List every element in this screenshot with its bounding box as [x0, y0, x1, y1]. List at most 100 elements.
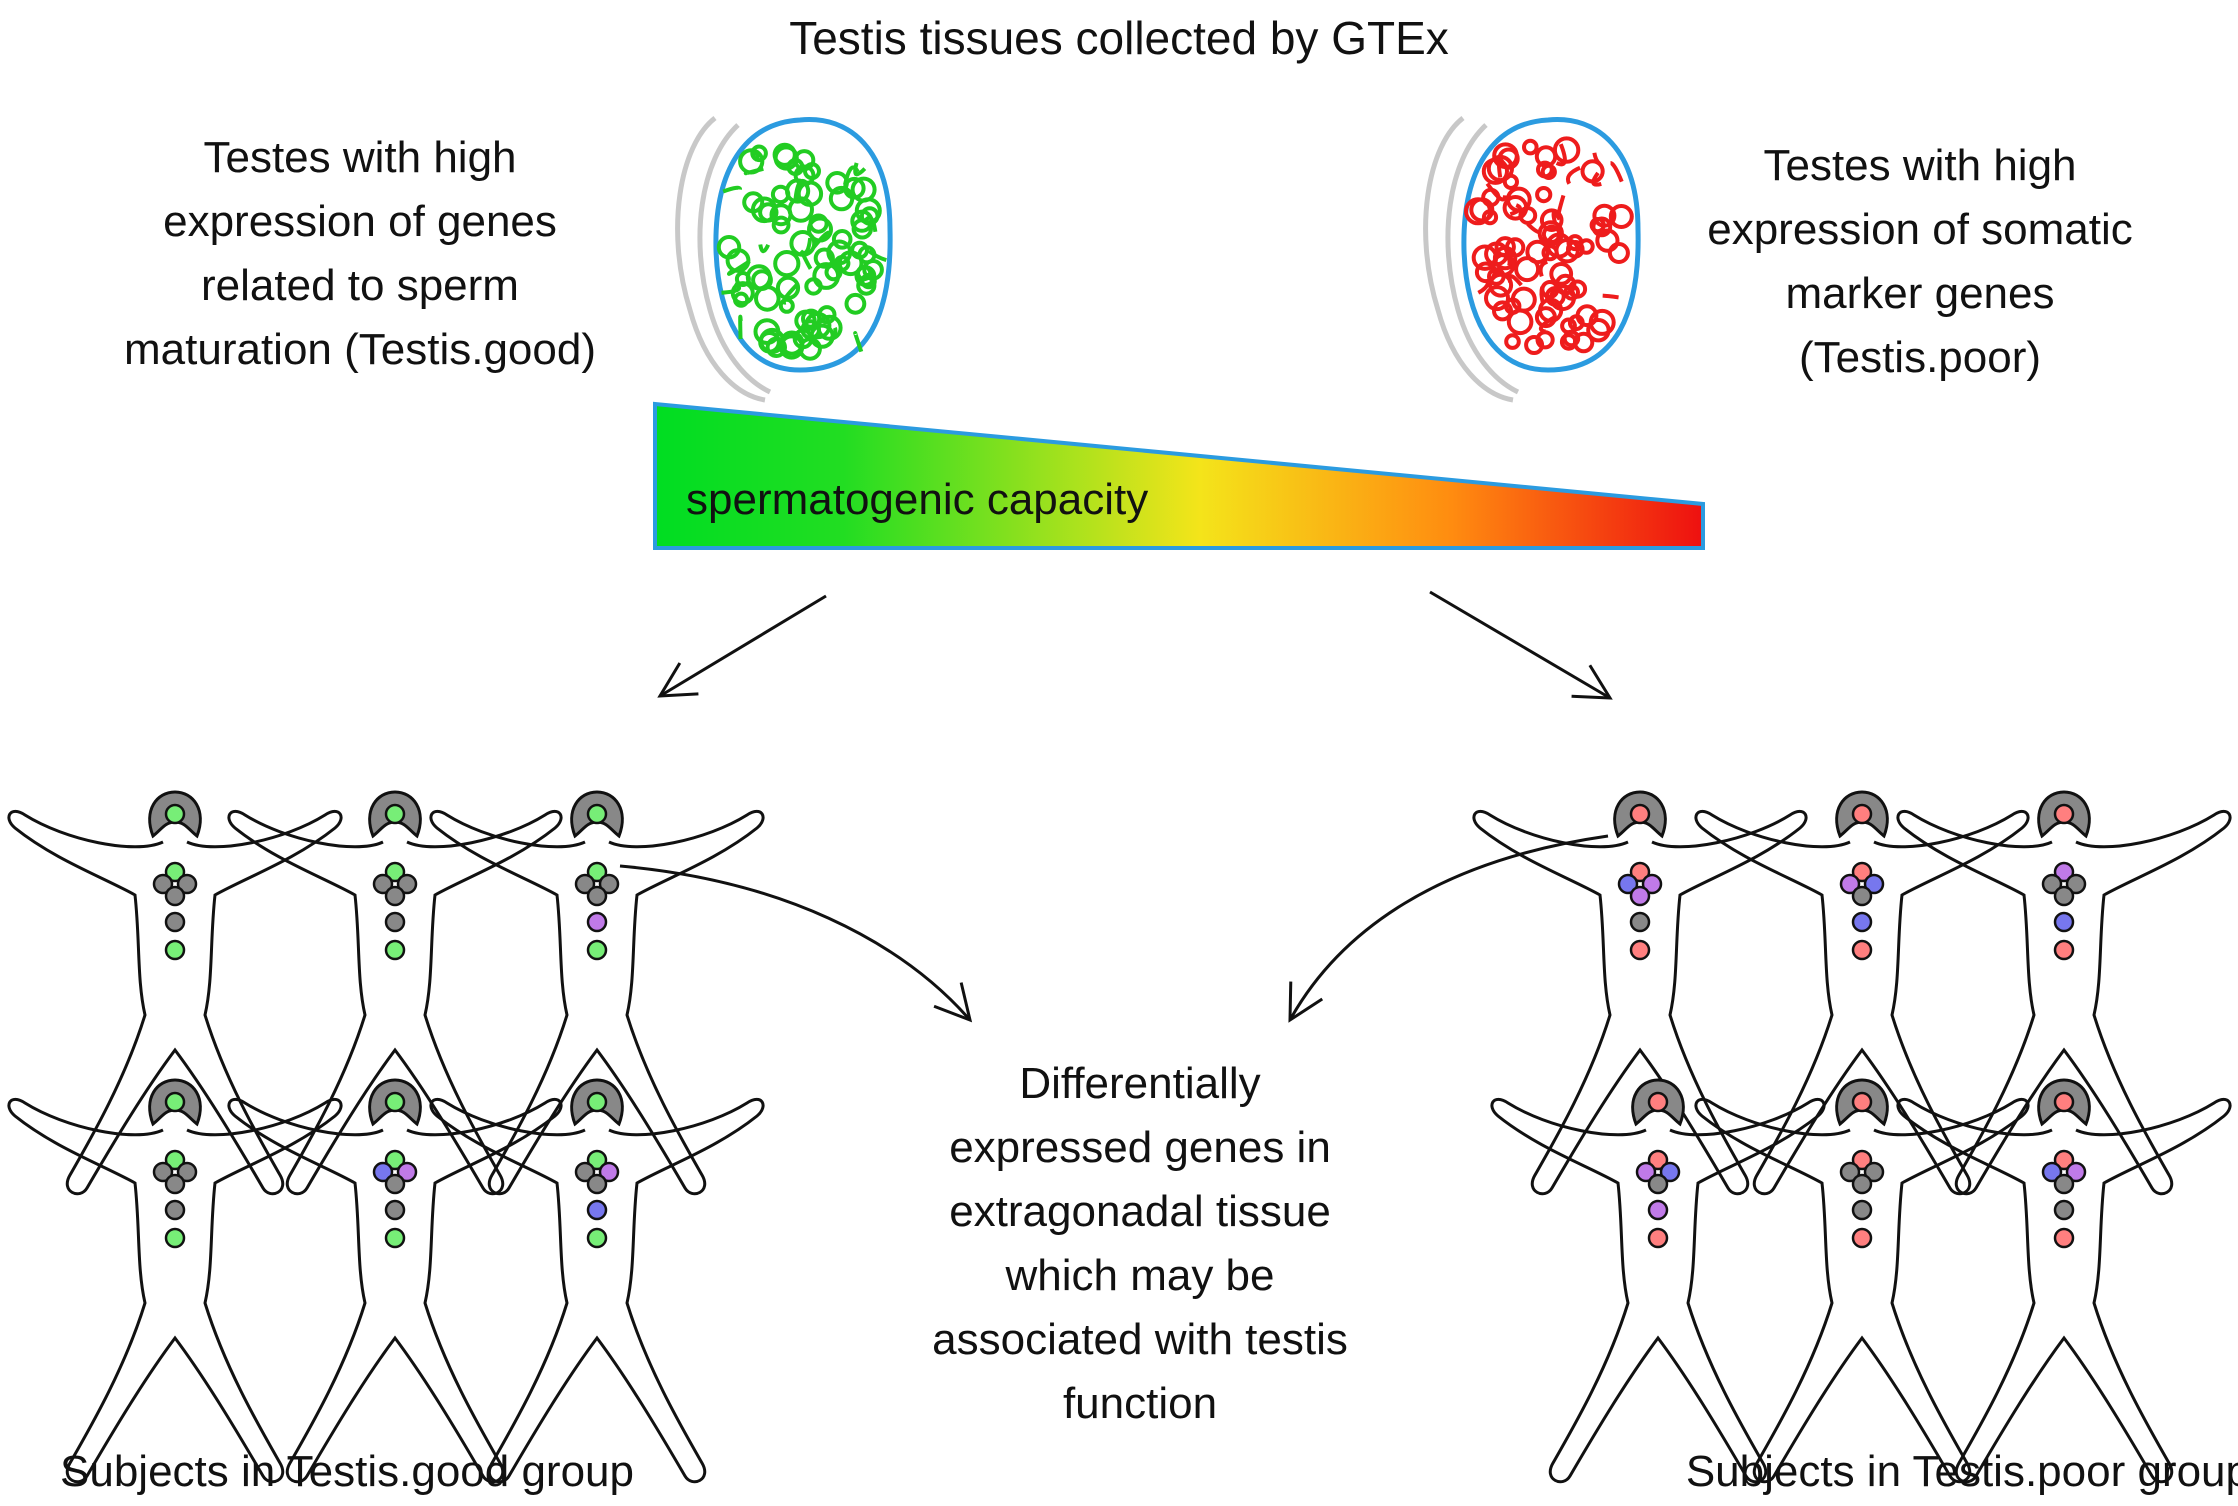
tissue-dot — [164, 861, 186, 883]
tissue-dot — [164, 1173, 186, 1195]
testis-good-description: Testes with high expression of genes rel… — [60, 126, 660, 382]
tissue-dot — [384, 803, 406, 825]
tissue-dot — [2065, 873, 2087, 895]
tissue-dot — [598, 873, 620, 895]
tissue-dot — [2041, 873, 2063, 895]
gradient-label: spermatogenic capacity — [686, 475, 1149, 524]
tubule-loop — [1522, 138, 1539, 156]
subject-figure — [429, 790, 765, 1196]
testis-poor-description: Testes with high expression of somatic m… — [1640, 134, 2200, 390]
tubule-loop — [1492, 142, 1519, 169]
tubule-loop — [1592, 203, 1617, 228]
tubule-loop — [1492, 300, 1513, 322]
tubule-loop — [1487, 267, 1506, 286]
tubule-segment — [1493, 252, 1512, 267]
subject-figure — [1896, 790, 2232, 1196]
center-description-line: associated with testis — [932, 1315, 1348, 1364]
tissue-dot — [1863, 1161, 1885, 1183]
tubule-segment — [853, 162, 867, 177]
tissue-dot — [1629, 861, 1651, 883]
tubule-segment — [1592, 152, 1602, 166]
tubule-segment — [829, 326, 838, 340]
tubule-segment — [1526, 222, 1542, 235]
tubule-segment — [1477, 282, 1491, 295]
tubule-segment — [758, 243, 771, 254]
center-description-line: expressed genes in — [949, 1123, 1331, 1172]
tubule-segment — [1538, 259, 1549, 278]
tubule-segment — [1556, 194, 1566, 216]
subject-figure — [1896, 1078, 2232, 1484]
tissue-dot — [574, 873, 596, 895]
spermatogenic-capacity-gradient — [653, 401, 1705, 550]
tubule-loop — [1575, 304, 1599, 328]
tubule-loop — [1504, 333, 1521, 350]
tissue-dot — [2053, 911, 2075, 933]
tubule-loop — [1488, 272, 1514, 298]
tissue-dot — [1647, 1091, 1669, 1113]
arrow-to-good-group — [657, 594, 827, 698]
curved-arrow-poor-to-center — [1288, 834, 1609, 1023]
tissue-dot — [1851, 885, 1873, 907]
tubule-segment — [727, 259, 751, 276]
tubule-segment — [1609, 161, 1624, 183]
tissue-dot — [1851, 1227, 1873, 1249]
tubule-loop — [750, 196, 778, 224]
tissue-dot — [372, 1161, 394, 1183]
tubule-loop — [1525, 239, 1550, 265]
tissue-dot — [586, 939, 608, 961]
tubule-loop — [1608, 204, 1634, 229]
tubule-segment — [1555, 143, 1567, 167]
tissue-dot — [586, 1173, 608, 1195]
tissue-dot — [1839, 873, 1861, 895]
tubule-loop — [1539, 208, 1564, 232]
testis-good-description-line: Testes with high — [203, 133, 517, 182]
tubule-segment — [811, 230, 832, 249]
tissue-dot — [1851, 861, 1873, 883]
testis-poor-description-line: (Testis.poor) — [1798, 333, 2042, 382]
tubule-loop — [773, 250, 801, 278]
tubule-loop — [826, 239, 853, 266]
testis-poor-description-line: Testes with high — [1763, 141, 2077, 190]
tissue-dot — [384, 939, 406, 961]
tubule-loop — [771, 215, 791, 235]
tissue-dot — [1863, 873, 1885, 895]
tissue-dot — [1629, 885, 1651, 907]
subject-figure — [1472, 790, 1808, 1196]
subject-figure — [429, 1078, 765, 1484]
tubule-loop — [1567, 279, 1588, 299]
tubule-loop — [824, 263, 843, 282]
tissue-dot — [176, 1161, 198, 1183]
tubule-segment — [738, 314, 743, 340]
tissue-dot — [2053, 939, 2075, 961]
tissue-dot — [2053, 1149, 2075, 1171]
subject-figure — [1694, 1078, 2030, 1484]
testis-good-icon — [675, 116, 893, 403]
tissue-dot — [396, 1161, 418, 1183]
tissue-dot — [1851, 1173, 1873, 1195]
tissue-dot — [164, 1199, 186, 1221]
center-description-line: which may be — [1005, 1251, 1275, 1300]
tissue-dot — [384, 885, 406, 907]
tubule-loop — [1502, 173, 1520, 190]
curved-arrow-good-to-center — [619, 864, 973, 1023]
tissue-dot — [176, 873, 198, 895]
tissue-dot — [2041, 1161, 2063, 1183]
tubule-loop — [831, 229, 853, 250]
subject-figure — [227, 790, 563, 1196]
tissue-dot — [586, 885, 608, 907]
tubule-loop — [1607, 242, 1630, 264]
tubule-loop — [1504, 237, 1526, 258]
tubule-loop — [817, 305, 837, 325]
tissue-dot — [1851, 939, 1873, 961]
tissue-dot — [384, 1199, 406, 1221]
tubule-loop — [1535, 186, 1553, 204]
tubule-segment — [1551, 211, 1562, 225]
tissue-dot — [1647, 1199, 1669, 1221]
tissue-dot — [384, 1149, 406, 1171]
tubule-loop — [854, 265, 877, 287]
testis-poor-group-caption: Subjects in Testis.poor group — [1685, 1447, 2238, 1496]
tissue-dot — [2053, 803, 2075, 825]
tissue-dot — [164, 911, 186, 933]
tissue-dot — [2053, 861, 2075, 883]
tubule-segment — [1507, 274, 1523, 287]
